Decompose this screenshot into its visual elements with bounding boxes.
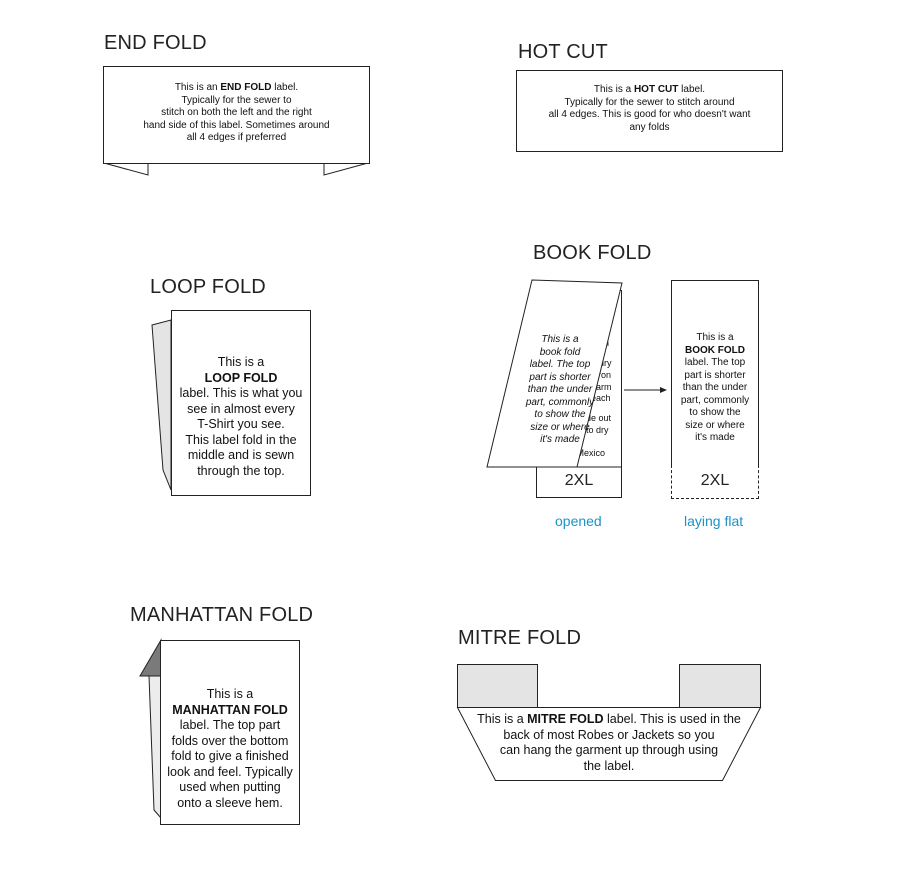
loop-fold-title: LOOP FOLD bbox=[150, 276, 266, 298]
book-fold-caption-flat: laying flat bbox=[684, 513, 744, 529]
end-fold-right-tab bbox=[323, 162, 369, 176]
manhattan-fold-title: MANHATTAN FOLD bbox=[130, 604, 314, 626]
book-fold-title: BOOK FOLD bbox=[533, 242, 652, 264]
book-fold-under-text-8: n Mexico bbox=[569, 448, 606, 458]
manhattan-fold-label bbox=[160, 640, 300, 825]
mitre-fold-left-tab bbox=[457, 664, 538, 708]
mitre-fold-text: This is a MITRE FOLD label. This is used… bbox=[477, 712, 741, 773]
mitre-fold-right-tab bbox=[679, 664, 761, 708]
book-fold-caption-opened: opened bbox=[555, 513, 602, 529]
loop-fold-text: This is a LOOP FOLD label. This is what … bbox=[179, 355, 303, 478]
end-fold-left-tab bbox=[103, 162, 149, 176]
hot-cut-label bbox=[516, 70, 783, 152]
loop-fold-label bbox=[171, 310, 311, 496]
end-fold-label bbox=[103, 66, 370, 164]
end-fold-title: END FOLD bbox=[104, 32, 207, 54]
book-fold-flat-text: This is a BOOK FOLD label. The top part … bbox=[680, 332, 750, 443]
book-fold-opened-text: This is a book fold label. The top part … bbox=[525, 334, 595, 445]
hot-cut-title: HOT CUT bbox=[518, 41, 608, 63]
book-fold-flat-under-part bbox=[671, 465, 759, 499]
end-fold-text: This is an END FOLD label. Typically for… bbox=[143, 82, 330, 143]
mitre-fold-title: MITRE FOLD bbox=[458, 627, 582, 649]
manhattan-fold-text: This is a MANHATTAN FOLD label. The top … bbox=[167, 687, 293, 810]
book-fold-size-opened: 2XL bbox=[564, 472, 594, 489]
book-fold-size-flat: 2XL bbox=[700, 472, 730, 489]
hot-cut-text: This is a HOT CUT label. Typically for t… bbox=[548, 84, 751, 133]
book-fold-flat-label bbox=[671, 280, 759, 466]
